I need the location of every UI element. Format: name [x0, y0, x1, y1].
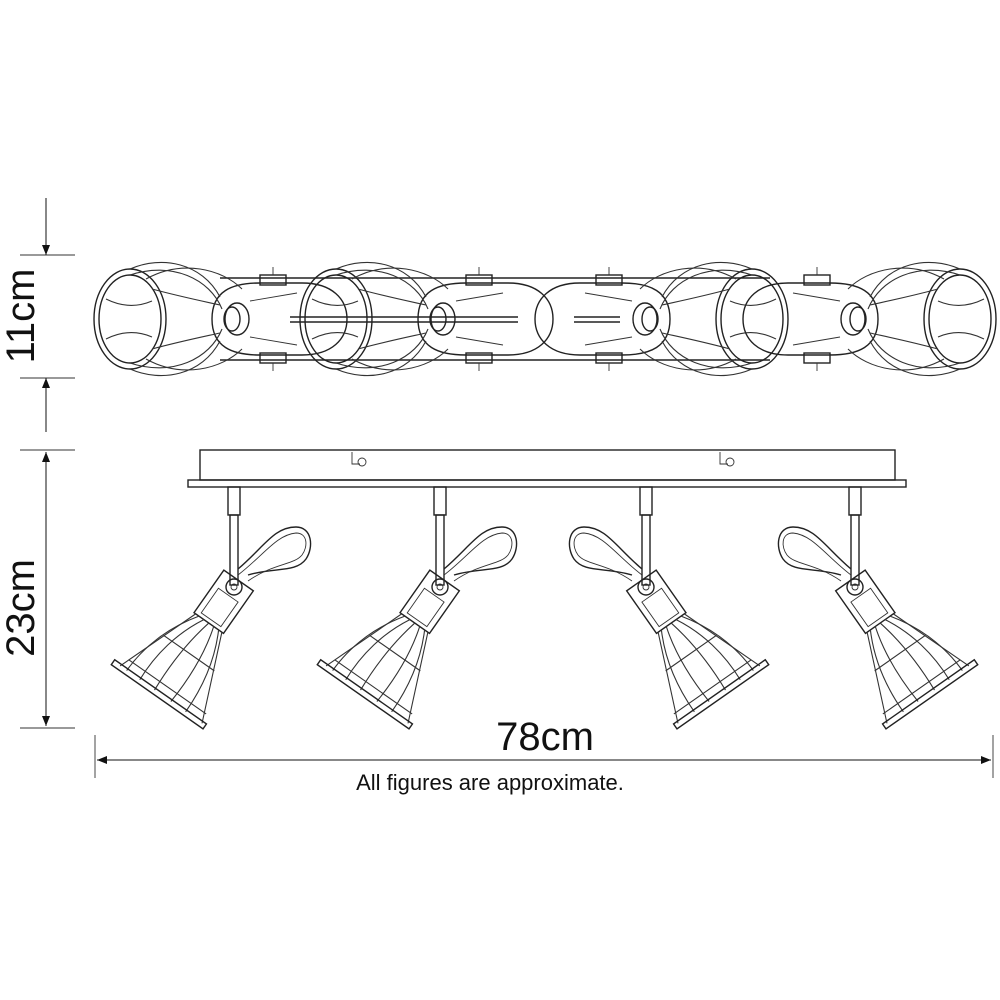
top-head-4: [742, 261, 997, 377]
top-head-1: [93, 261, 348, 377]
top-head-3: [534, 261, 789, 377]
approximate-note: All figures are approximate.: [356, 770, 624, 795]
depth-label: 11cm: [0, 269, 43, 364]
top-view: [93, 261, 997, 377]
spotlight-2: [316, 486, 518, 730]
width-label: 78cm: [496, 715, 594, 759]
spotlight-4: [778, 487, 977, 729]
top-head-2: [299, 261, 554, 377]
spotlight-3: [569, 487, 768, 729]
spotlight-1: [110, 486, 312, 730]
front-view: [110, 449, 977, 730]
width-dimension: 78cm: [94, 715, 994, 778]
depth-dimension: 11cm: [0, 198, 75, 432]
height-dimension: 23cm: [0, 449, 75, 729]
height-label: 23cm: [0, 559, 43, 657]
